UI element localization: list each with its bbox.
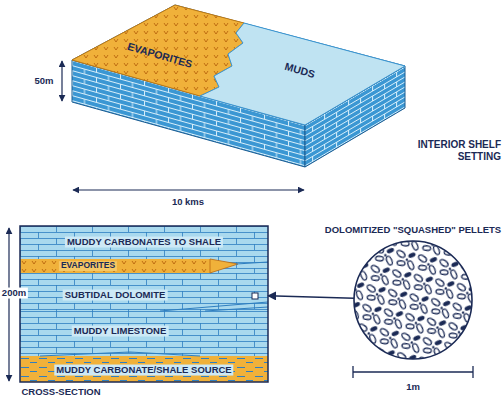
block-top-face [72, 5, 405, 125]
node-label: DOLOMITIZED "SQUASHED" PELLETS [323, 225, 502, 236]
scale-bar [353, 371, 473, 372]
source-band: MUDDY CARBONATE/SHALE SOURCE [20, 356, 268, 382]
evaporite-tongue [210, 259, 238, 273]
node-label: CROSS-SECTION [19, 387, 102, 398]
node-outline [353, 240, 473, 360]
band-shape [20, 311, 268, 356]
facies-contact [40, 352, 200, 356]
band-shape [20, 356, 268, 382]
node-label: EVAPORITES [59, 261, 117, 271]
circle-shape [354, 241, 472, 359]
node-label: MUDDY CARBONATE/SHALE SOURCE [54, 365, 233, 376]
band-shape [20, 273, 268, 311]
facies-contact [160, 302, 268, 311]
dimension-arrow [8, 228, 9, 381]
facies-contact [205, 307, 268, 311]
facies-contact [236, 262, 268, 264]
scale-tick [352, 366, 353, 378]
node-label: MUDDY CARBONATES TO SHALE [65, 237, 223, 248]
scale-label: 1m [404, 382, 422, 393]
evaporite-band: EVAPORITES [20, 259, 210, 273]
cross-section-panel: CROSS-SECTIONMUDDY CARBONATES TO SHALEEV… [20, 226, 268, 382]
band-shape [20, 259, 210, 273]
sample-square [252, 293, 258, 299]
dimension-label: 10 kms [170, 197, 206, 208]
node-label: SUBTIDAL DOLOMITE [63, 290, 168, 301]
thin-section-circle: DOLOMITIZED "SQUASHED" PELLETS [353, 240, 473, 360]
pellet-texture [354, 241, 472, 359]
section-frame [20, 226, 268, 382]
dimension-arrow [61, 61, 62, 101]
region-shape [200, 23, 405, 125]
mud-flat: MUDS [200, 23, 405, 125]
scale-tick [472, 366, 473, 378]
strata-band: MUDDY LIMESTONE [20, 311, 268, 356]
setting-label: INTERIOR SHELF SETTING [401, 139, 502, 162]
strata-band: SUBTIDAL DOLOMITE [20, 273, 268, 311]
band-shape [20, 226, 268, 382]
dimension-arrow [73, 189, 304, 190]
band-shape [20, 226, 268, 259]
strata-band: MUDDY CARBONATES TO SHALE [20, 226, 268, 259]
node-label: MUDDY LIMESTONE [72, 326, 169, 337]
pointer-arrow [268, 296, 354, 299]
dimension-label: 50m [32, 76, 55, 87]
